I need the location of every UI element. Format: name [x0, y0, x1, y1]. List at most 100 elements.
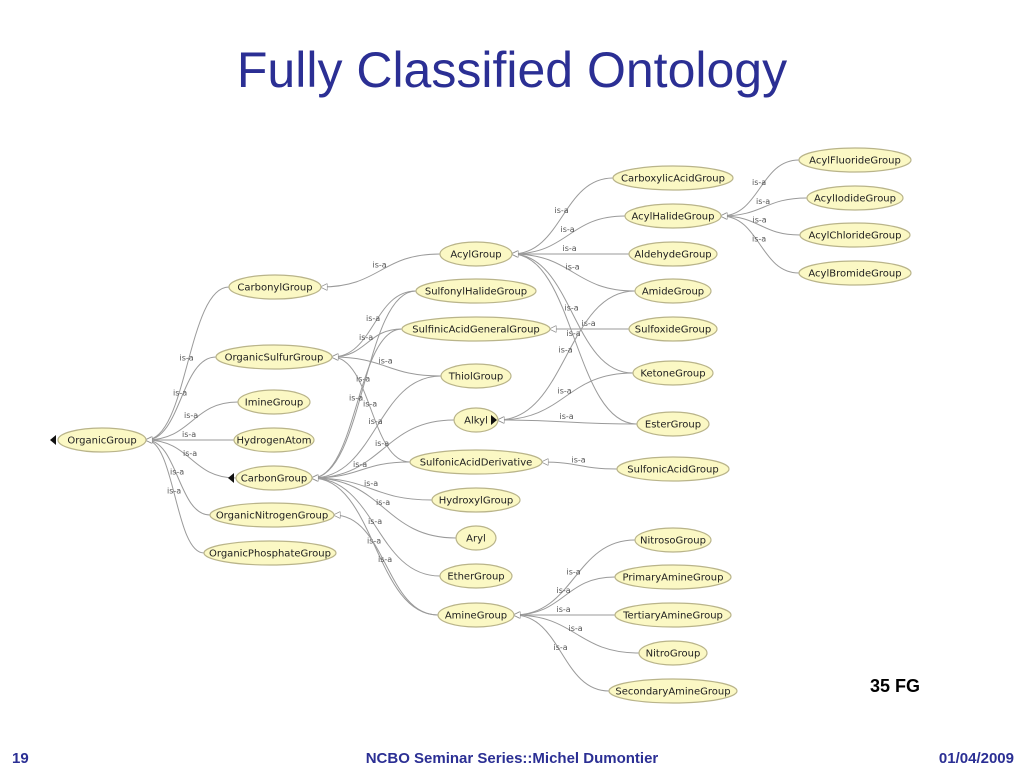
- node-label: HydroxylGroup: [439, 496, 514, 507]
- node-ellipse: [634, 278, 712, 304]
- expand-toggle-icon[interactable]: [491, 415, 497, 425]
- edge-amide-group-to-alkyl: is-a: [498, 290, 636, 420]
- edge-line: [498, 290, 636, 420]
- node-organic-group[interactable]: OrganicGroup: [57, 427, 147, 453]
- node-thiol-group[interactable]: ThiolGroup: [440, 363, 512, 389]
- node-secondary-amine-group[interactable]: SecondaryAmineGroup: [608, 678, 738, 704]
- edge-aryl-to-carbon-group: is-a: [312, 478, 457, 539]
- edge-label: is-a: [182, 430, 196, 439]
- edge-label: is-a: [369, 417, 383, 426]
- node-carbonyl-group[interactable]: CarbonylGroup: [228, 274, 322, 300]
- node-hydrogen-atom[interactable]: HydrogenAtom: [233, 427, 315, 453]
- node-ellipse: [228, 274, 322, 300]
- node-ellipse: [624, 203, 722, 229]
- node-acyl-iodide-group[interactable]: AcylIodideGroup: [806, 185, 904, 211]
- node-organic-nitrogen-group[interactable]: OrganicNitrogenGroup: [209, 502, 335, 528]
- node-label: AldehydeGroup: [634, 250, 711, 261]
- edge-line: [512, 254, 638, 425]
- node-tertiary-amine-group[interactable]: TertiaryAmineGroup: [614, 602, 732, 628]
- edge-sulfinic-acid-general-group-to-carbon-group: is-a: [312, 328, 403, 478]
- node-acyl-fluoride-group[interactable]: AcylFluorideGroup: [798, 147, 912, 173]
- node-amide-group[interactable]: AmideGroup: [634, 278, 712, 304]
- edge-label: is-a: [563, 244, 577, 253]
- node-hydroxyl-group[interactable]: HydroxylGroup: [431, 487, 521, 513]
- node-organic-sulfur-group[interactable]: OrganicSulfurGroup: [215, 344, 333, 370]
- node-ellipse: [415, 278, 537, 304]
- edge-line: [312, 328, 403, 478]
- edge-acyl-chloride-group-to-acyl-halide-group: is-a: [721, 216, 801, 236]
- edge-carbon-group-to-organic-group: is-a: [146, 440, 237, 479]
- node-alkyl[interactable]: Alkyl: [453, 407, 499, 433]
- node-acyl-bromide-group[interactable]: AcylBromideGroup: [798, 260, 912, 286]
- node-ether-group[interactable]: EtherGroup: [439, 563, 513, 589]
- edge-label: is-a: [353, 460, 367, 469]
- edge-line: [146, 440, 205, 554]
- node-acyl-halide-group[interactable]: AcylHalideGroup: [624, 203, 722, 229]
- node-acyl-chloride-group[interactable]: AcylChlorideGroup: [799, 222, 911, 248]
- edge-line: [334, 515, 439, 616]
- node-organic-phosphate-group[interactable]: OrganicPhosphateGroup: [203, 540, 337, 566]
- node-ellipse: [237, 389, 311, 415]
- edge-line: [332, 328, 403, 357]
- edge-line: [312, 461, 411, 478]
- edge-acyl-group-to-carbonyl-group: is-a: [321, 253, 441, 287]
- edge-line: [146, 440, 211, 516]
- node-label: NitrosoGroup: [640, 536, 706, 547]
- node-ellipse: [440, 363, 512, 389]
- node-nitro-group[interactable]: NitroGroup: [638, 640, 708, 666]
- node-ellipse: [453, 407, 499, 433]
- edge-ketone-group-to-acyl-group: is-a: [512, 254, 634, 374]
- edge-label: is-a: [363, 400, 377, 409]
- edge-amine-group-to-carbon-group: is-a: [312, 478, 439, 616]
- node-ketone-group[interactable]: KetoneGroup: [632, 360, 714, 386]
- edge-label: is-a: [367, 537, 381, 546]
- edge-line: [312, 290, 417, 478]
- edge-line: [721, 197, 808, 216]
- edge-line: [512, 215, 626, 254]
- node-imine-group[interactable]: ImineGroup: [237, 389, 311, 415]
- node-ellipse: [608, 678, 738, 704]
- node-label: OrganicSulfurGroup: [225, 353, 324, 364]
- edge-acyl-bromide-group-to-acyl-halide-group: is-a: [721, 216, 800, 274]
- node-carboxylic-acid-group[interactable]: CarboxylicAcidGroup: [612, 165, 734, 191]
- expand-toggle-icon[interactable]: [228, 473, 234, 483]
- node-nitroso-group[interactable]: NitrosoGroup: [634, 527, 712, 553]
- node-sulfinic-acid-general-group[interactable]: SulfinicAcidGeneralGroup: [401, 316, 551, 342]
- node-aldehyde-group[interactable]: AldehydeGroup: [628, 241, 718, 267]
- footer-date: 01/04/2009: [938, 750, 1014, 767]
- node-carbon-group[interactable]: CarbonGroup: [235, 465, 313, 491]
- node-sulfonic-acid-group[interactable]: SulfonicAcidGroup: [616, 456, 730, 482]
- edge-carboxylic-acid-group-to-acyl-group: is-a: [512, 177, 614, 254]
- node-sulfoxide-group[interactable]: SulfoxideGroup: [628, 316, 718, 342]
- edges-layer: is-ais-ais-ais-ais-ais-ais-ais-ais-ais-a…: [146, 159, 808, 692]
- node-label: AcylFluorideGroup: [809, 156, 901, 167]
- node-sulfonic-acid-derivative[interactable]: SulfonicAcidDerivative: [409, 449, 543, 475]
- node-acyl-group[interactable]: AcylGroup: [439, 241, 513, 267]
- edge-line: [146, 401, 239, 440]
- node-aryl[interactable]: Aryl: [455, 525, 497, 551]
- node-label: EsterGroup: [645, 420, 701, 431]
- node-ellipse: [628, 241, 718, 267]
- node-label: AcylBromideGroup: [808, 269, 901, 280]
- node-ester-group[interactable]: EsterGroup: [636, 411, 710, 437]
- edge-label: is-a: [366, 314, 380, 323]
- edge-organic-nitrogen-group-to-organic-group: is-a: [146, 440, 211, 516]
- node-label: CarbonylGroup: [237, 283, 312, 294]
- node-label: CarboxylicAcidGroup: [621, 174, 725, 185]
- node-ellipse: [215, 344, 333, 370]
- edge-sulfonic-acid-derivative-to-organic-sulfur-group: is-a: [332, 357, 411, 463]
- node-ellipse: [798, 260, 912, 286]
- node-amine-group[interactable]: AmineGroup: [437, 602, 515, 628]
- node-ellipse: [203, 540, 337, 566]
- node-label: SulfonicAcidDerivative: [420, 458, 533, 469]
- edge-nitroso-group-to-amine-group: is-a: [514, 539, 636, 615]
- edge-line: [312, 478, 433, 501]
- node-sulfonyl-halide-group[interactable]: SulfonylHalideGroup: [415, 278, 537, 304]
- node-primary-amine-group[interactable]: PrimaryAmineGroup: [614, 564, 732, 590]
- expand-toggle-icon[interactable]: [50, 435, 56, 445]
- class-count-annotation: 35 FG: [870, 676, 921, 696]
- edge-label: is-a: [559, 346, 573, 355]
- node-label: AcylIodideGroup: [814, 194, 896, 205]
- node-label: SulfonicAcidGroup: [627, 465, 718, 476]
